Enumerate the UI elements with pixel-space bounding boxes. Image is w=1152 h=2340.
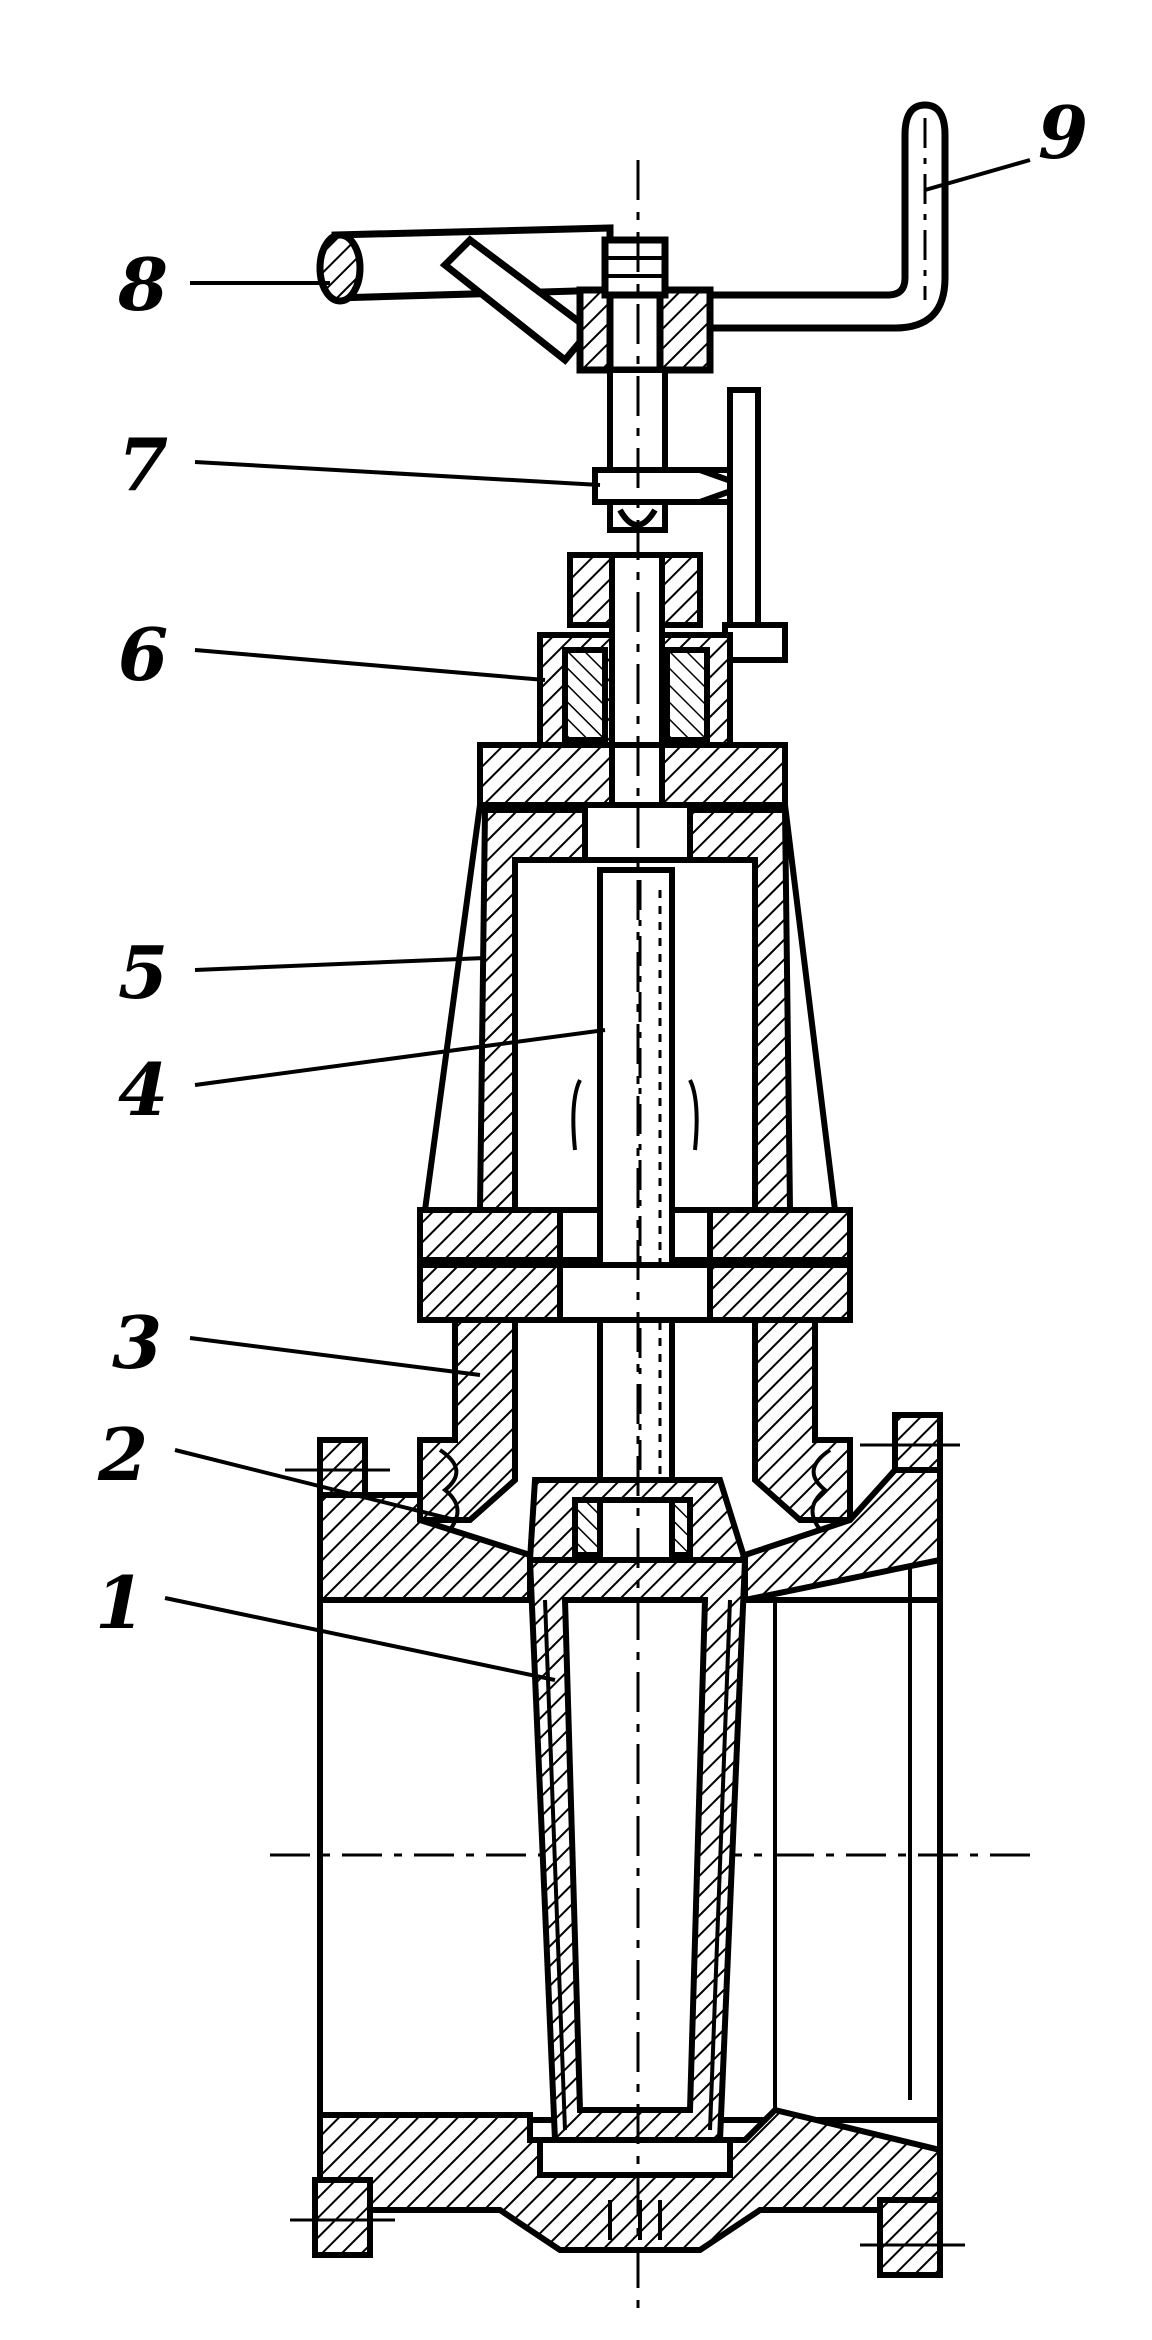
left-bottom-flange [312,2177,373,2258]
leader-3 [189,1336,481,1377]
hub-nut [601,236,669,299]
stem [571,867,699,1593]
handwheel-assembly [316,101,949,374]
label-4: 4 [118,1047,168,1132]
right-top-flange [892,1412,943,1473]
label-9: 9 [1038,90,1088,175]
left-top-flange [317,1437,368,1498]
label-3: 3 [112,1300,162,1385]
neck-wall-right [752,1317,853,1523]
leader-1 [164,1596,556,1682]
indicator-bracket [722,622,788,663]
leader-2 [174,1448,456,1522]
label-7: 7 [118,422,168,507]
packing-rings [562,647,608,743]
crank-handle-9 [700,101,949,332]
handle-end-section [316,231,364,305]
valve-body [270,1412,1030,2278]
right-bottom-flange [877,2197,943,2278]
leader-4 [194,1028,606,1087]
neck-wall-left [417,1317,518,1523]
label-2: 2 [97,1412,148,1497]
leader-lines [164,158,1031,1682]
body-neck [417,1262,853,1537]
label-6: 6 [118,612,168,697]
label-1: 1 [95,1560,145,1645]
leader-5 [194,956,486,972]
stuffing-box [537,552,733,758]
leader-9 [924,158,1031,192]
leader-6 [194,648,546,682]
wedge-guide-base [537,2137,733,2178]
label-5: 5 [118,930,168,1015]
label-8: 8 [117,242,168,327]
indicator-rod [727,387,761,643]
part-labels: 8 9 7 6 5 4 3 2 1 [95,90,1088,1645]
leader-7 [194,460,601,487]
